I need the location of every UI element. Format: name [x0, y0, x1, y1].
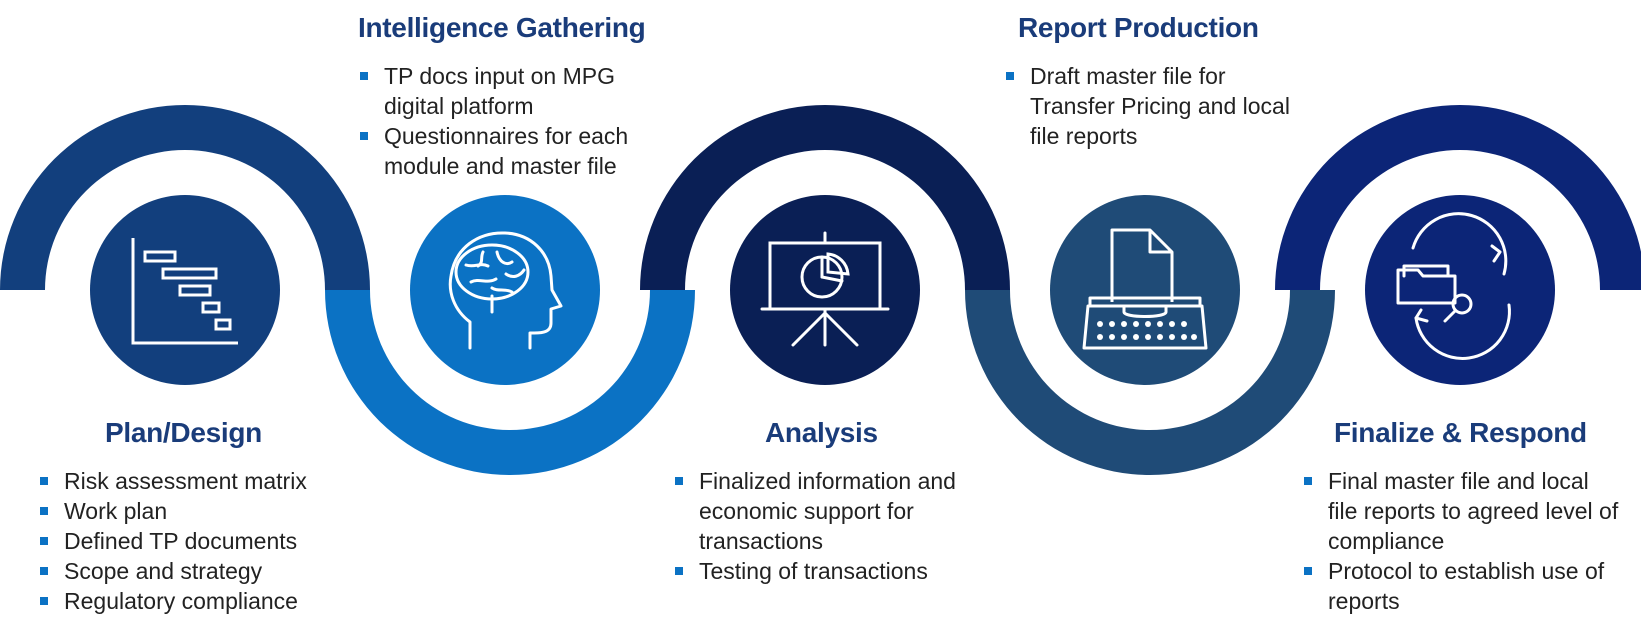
folder-search-refresh-icon: [1396, 212, 1511, 360]
step-title-plan-design: Plan/Design: [105, 417, 262, 448]
bullet-list-plan-design: Risk assessment matrix Work plan Defined…: [36, 466, 356, 616]
bullet-list-intelligence-gathering: TP docs input on MPG digital platform Qu…: [356, 61, 656, 181]
bullet-item: Scope and strategy: [36, 556, 356, 586]
arc-intelligence-gathering: [325, 290, 695, 475]
circle-report-production: [1050, 195, 1240, 385]
arc-finalize-respond: [1275, 105, 1641, 290]
bullet-item: Work plan: [36, 496, 356, 526]
circle-finalize-respond: [1365, 195, 1555, 385]
bullet-item: Questionnaires for each module and maste…: [356, 121, 656, 181]
bullet-list-finalize-respond: Final master file and local file reports…: [1300, 466, 1620, 616]
bullet-item: Regulatory compliance: [36, 586, 356, 616]
presentation-pie-chart-icon: [760, 231, 890, 347]
brain-head-icon: [448, 231, 563, 350]
bullet-item: Risk assessment matrix: [36, 466, 356, 496]
step-title-report-production: Report Production: [1018, 12, 1259, 43]
bullet-item: Testing of transactions: [671, 556, 971, 586]
arc-plan-design: [0, 105, 370, 290]
bullet-item: Draft master file for Transfer Pricing a…: [1002, 61, 1302, 151]
bullet-list-analysis: Finalized information and economic suppo…: [671, 466, 971, 586]
bullet-item: Finalized information and economic suppo…: [671, 466, 971, 556]
bullet-item: TP docs input on MPG digital platform: [356, 61, 656, 121]
circle-analysis: [730, 195, 920, 385]
arc-analysis: [640, 105, 1010, 290]
bullet-list-report-production: Draft master file for Transfer Pricing a…: [1002, 61, 1302, 151]
step-title-intelligence-gathering: Intelligence Gathering: [358, 12, 646, 43]
bullet-item: Defined TP documents: [36, 526, 356, 556]
step-title-analysis: Analysis: [765, 417, 878, 448]
circle-plan-design: [90, 195, 280, 385]
typewriter-icon: [1082, 228, 1208, 350]
bullet-item: Final master file and local file reports…: [1300, 466, 1620, 556]
arc-report-production: [965, 290, 1335, 475]
bullet-item: Protocol to establish use of reports: [1300, 556, 1620, 616]
gantt-chart-icon: [131, 238, 238, 345]
step-title-finalize-respond: Finalize & Respond: [1334, 417, 1587, 448]
